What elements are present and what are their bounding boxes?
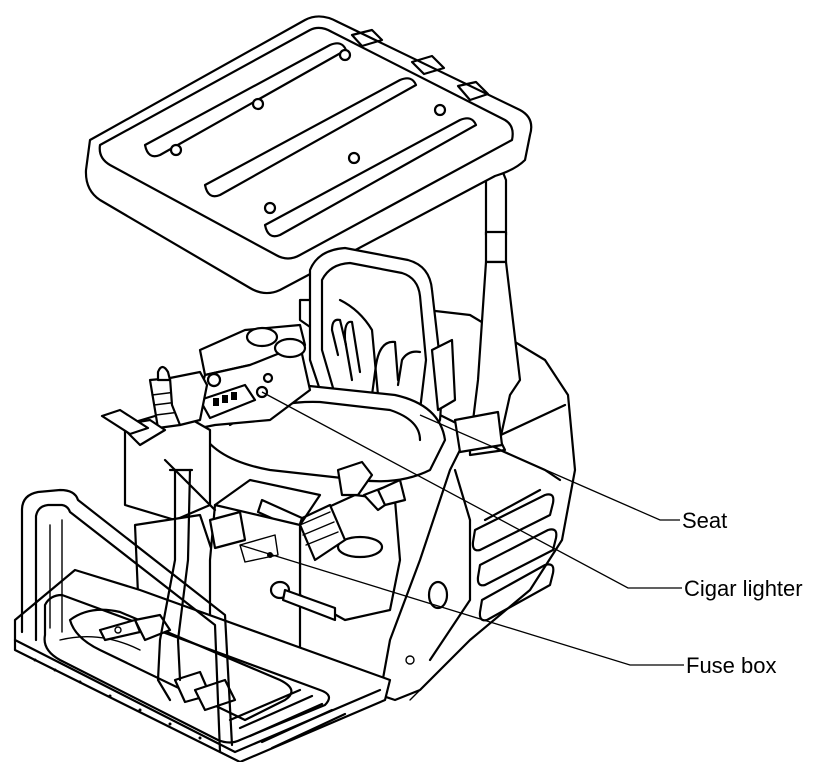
cigar-lighter-leader-line [261,391,682,589]
seat-label: Seat [682,508,728,533]
fuse-box-leader-line [239,544,684,666]
fuse-box-label: Fuse box [686,653,777,678]
leader-lines [239,391,684,666]
floor-plate [13,458,392,762]
canopy-post [453,162,522,457]
seat-leader-line [419,414,680,521]
canopy-roof [84,15,533,295]
front-guard [20,488,234,754]
right-console [256,460,407,622]
rivet-dots [33,658,202,740]
cigar-lighter-label: Cigar lighter [684,576,803,601]
control-base [208,478,337,662]
